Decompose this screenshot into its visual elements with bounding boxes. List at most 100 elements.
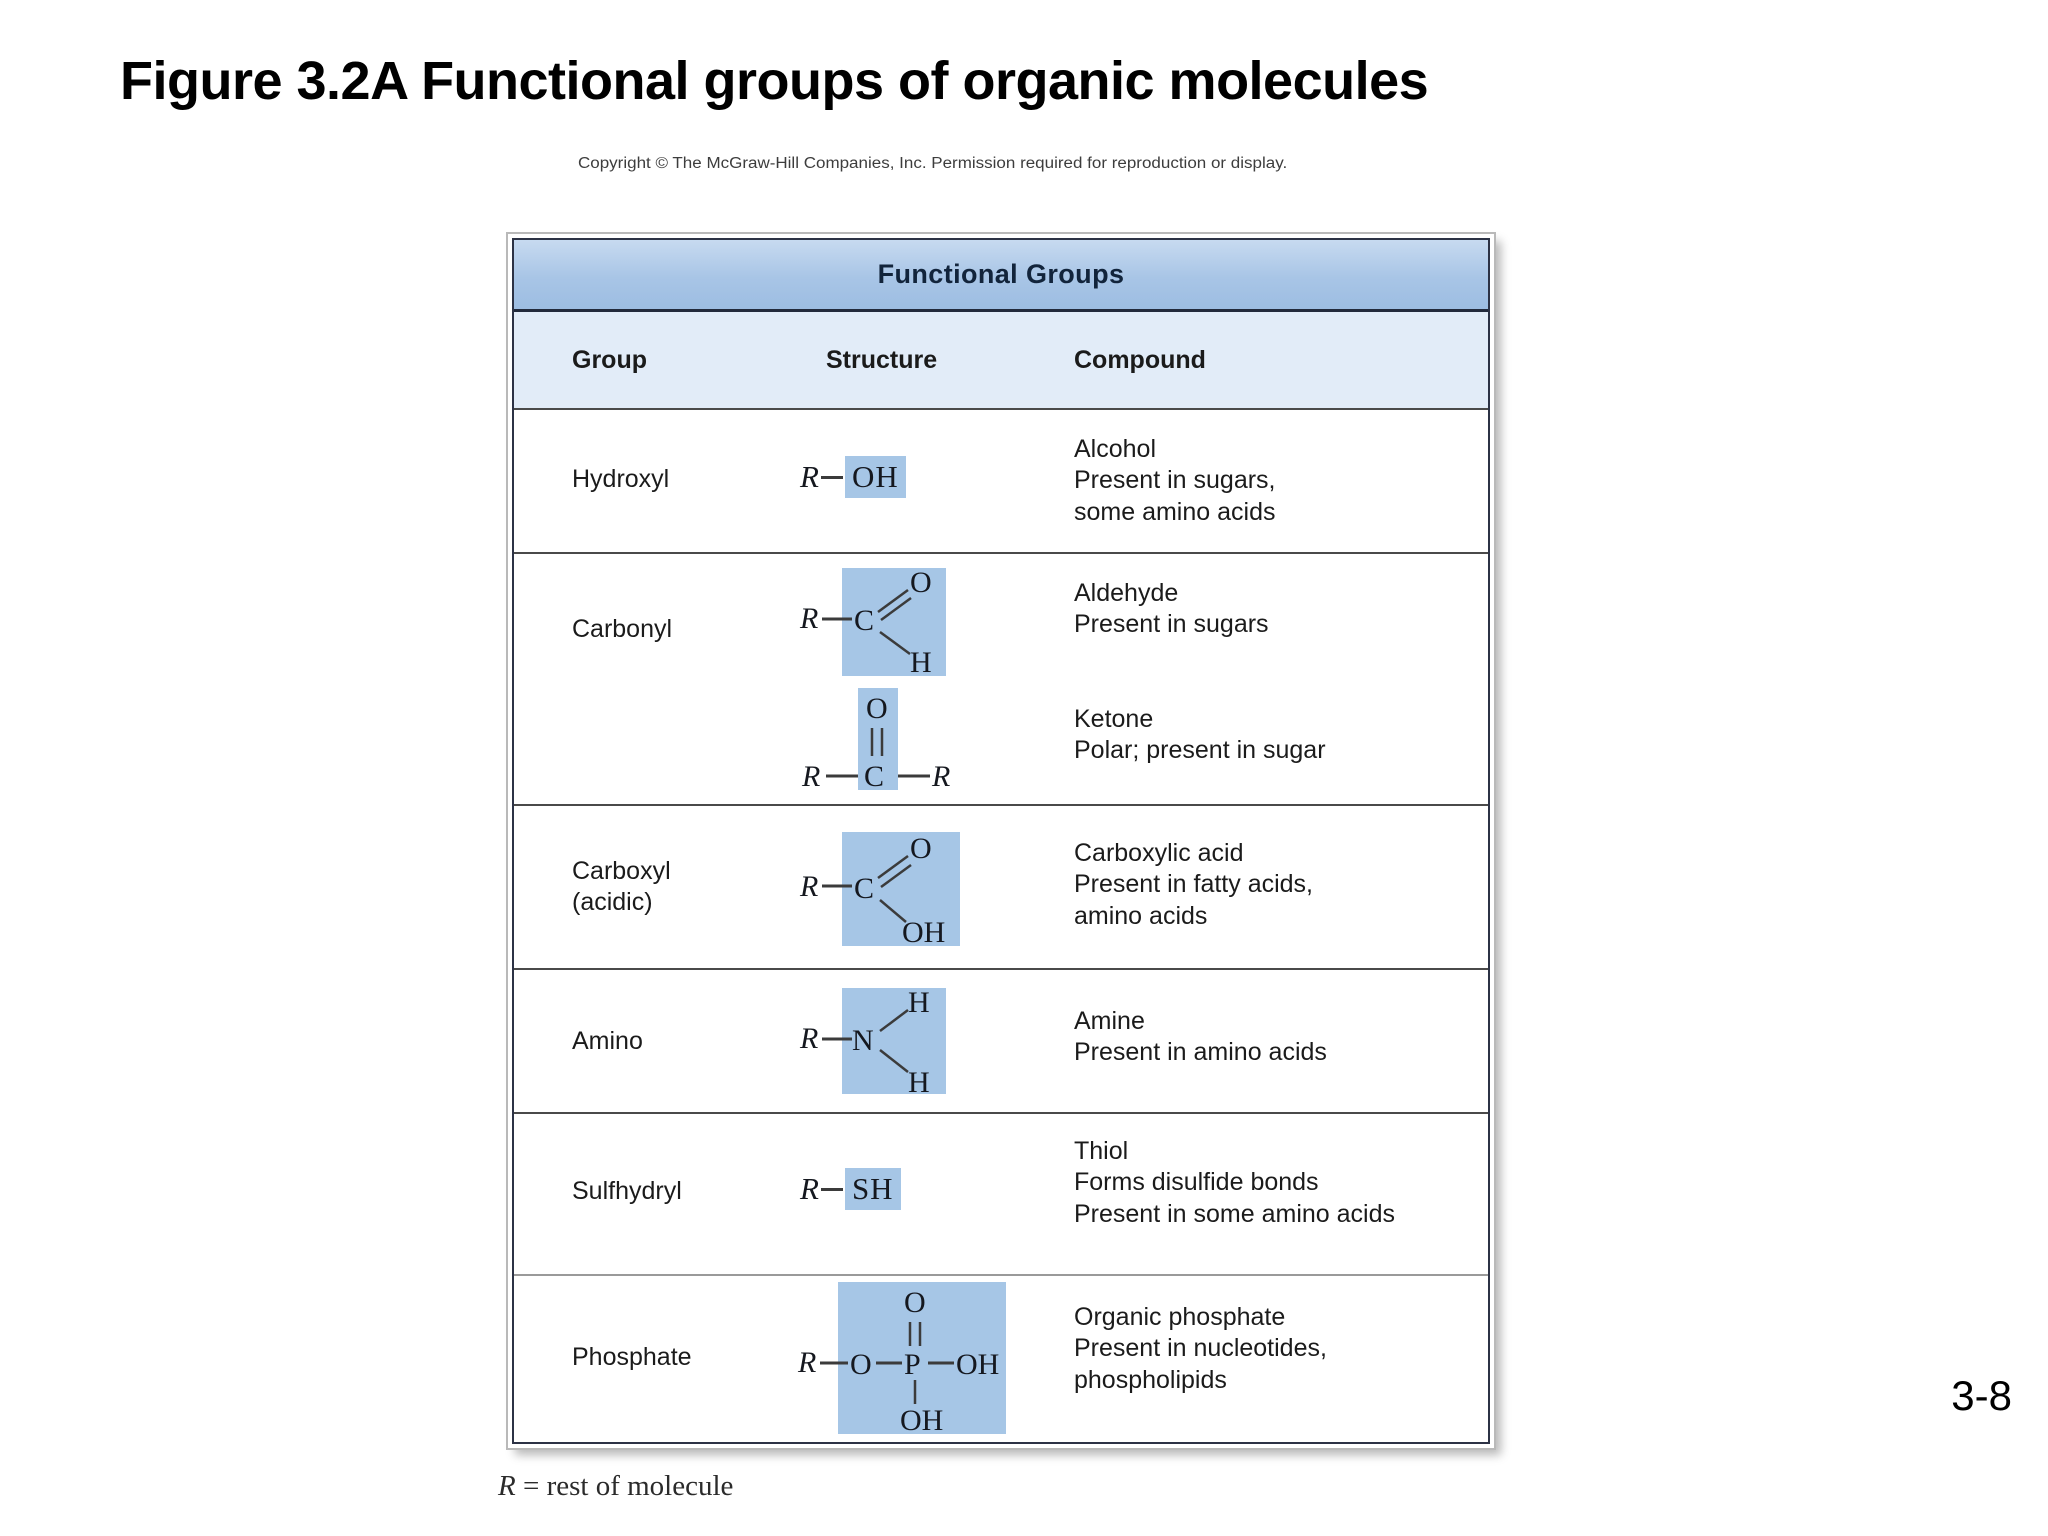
table-banner: Functional Groups: [514, 240, 1488, 312]
atom-r: R: [799, 1022, 818, 1055]
amino-diagram: R N H H: [799, 986, 946, 1099]
compound-amino: Amine Present in amino acids: [1074, 1006, 1474, 1069]
table-column-headers: Group Structure Compound: [514, 312, 1488, 410]
column-header-structure: Structure: [826, 346, 938, 374]
highlight-box: [842, 988, 946, 1094]
compound-ketone: Ketone Polar; present in sugar: [1074, 704, 1474, 767]
atom-oh: OH: [902, 916, 945, 949]
compound-line: Present in nucleotides,: [1074, 1334, 1327, 1363]
compound-line: Present in sugars,: [1074, 466, 1276, 495]
compound-line: Present in sugars: [1074, 610, 1269, 639]
carboxyl-diagram: R C O OH: [799, 832, 960, 949]
atom-r: R: [800, 1171, 819, 1206]
atom-oh: OH: [956, 1348, 999, 1381]
group-label: Sulfhydryl: [572, 1177, 682, 1205]
table-row-amino: Amino R N H H: [514, 970, 1488, 1114]
table-row-sulfhydryl: Sulfhydryl R SH Thiol Forms disulfide bo…: [514, 1114, 1488, 1276]
atom-oh: OH: [844, 456, 906, 498]
atom-o: O: [910, 566, 932, 599]
highlight-box: [858, 688, 898, 790]
column-header-group: Group: [572, 346, 647, 374]
structure-phosphate: O R O P OH: [796, 1280, 1086, 1438]
compound-line: Polar; present in sugar: [1074, 736, 1326, 765]
bond-double-b: [880, 863, 912, 889]
group-label: Amino: [572, 1027, 643, 1055]
atom-r: R: [797, 1346, 816, 1379]
figure-footnote: R = rest of molecule: [498, 1470, 733, 1503]
compound-phosphate: Organic phosphate Present in nucleotides…: [1074, 1302, 1474, 1396]
compound-title: Organic phosphate: [1074, 1303, 1286, 1331]
table-row-carbonyl: Carbonyl R C O H: [514, 554, 1488, 806]
compound-title: Thiol: [1074, 1137, 1129, 1165]
group-label: Hydroxyl: [572, 465, 670, 493]
bond-line: [820, 475, 843, 479]
group-label: Phosphate: [572, 1343, 692, 1371]
atom-o: O: [910, 832, 932, 865]
structure-amino: R N H H: [796, 986, 1006, 1099]
bond-double-b: [880, 596, 912, 622]
compound-line: amino acids: [1074, 901, 1208, 930]
compound-line: Present in fatty acids,: [1074, 870, 1314, 899]
atom-sh: SH: [844, 1168, 901, 1210]
phosphate-diagram: O R O P OH: [797, 1282, 1006, 1437]
atom-c: C: [854, 872, 874, 905]
compound-carboxyl: Carboxylic acid Present in fatty acids, …: [1074, 838, 1474, 932]
atom-o: O: [866, 692, 888, 725]
group-label: Carbonyl: [572, 615, 673, 643]
table-row-carboxyl: Carboxyl (acidic) R C O: [514, 806, 1488, 970]
copyright-notice: Copyright © The McGraw-Hill Companies, I…: [578, 154, 1288, 172]
table-inner: Functional Groups Group Structure Compou…: [512, 238, 1490, 1444]
column-header-compound: Compound: [1074, 346, 1206, 374]
compound-title: Carboxylic acid: [1074, 839, 1244, 867]
atom-r: R: [931, 760, 950, 793]
highlight-box: [842, 568, 946, 676]
atom-c: C: [864, 760, 884, 793]
compound-aldehyde: Aldehyde Present in sugars: [1074, 578, 1474, 641]
page-title: Figure 3.2A Functional groups of organic…: [120, 51, 1429, 111]
structure-sulfhydryl: R SH: [800, 1168, 901, 1210]
ketone-diagram: O R C R: [801, 688, 950, 793]
atom-h: H: [910, 646, 932, 679]
bond-line: [879, 899, 907, 923]
compound-sulfhydryl: Thiol Forms disulfide bonds Present in s…: [1074, 1136, 1474, 1230]
group-label-sub: (acidic): [572, 887, 653, 916]
compound-line: Present in some amino acids: [1074, 1199, 1395, 1228]
bond-double-a: [877, 854, 909, 880]
highlight-box: [838, 1282, 1006, 1434]
atom-r: R: [799, 870, 818, 903]
functional-groups-table: Functional Groups Group Structure Compou…: [506, 232, 1496, 1450]
atom-r: R: [800, 459, 819, 494]
compound-hydroxyl: Alcohol Present in sugars, some amino ac…: [1074, 434, 1474, 528]
table-row-phosphate: Phosphate O R O: [514, 1276, 1488, 1442]
atom-r: R: [801, 760, 820, 793]
table-row-hydroxyl: Hydroxyl R OH Alcohol Present in sugars,…: [514, 410, 1488, 554]
bond-line: [879, 630, 911, 656]
footnote-text: = rest of molecule: [515, 1470, 734, 1502]
structure-carboxyl: R C O OH: [796, 830, 1026, 949]
structure-aldehyde: R C O H: [796, 566, 1006, 679]
atom-o: O: [904, 1286, 926, 1319]
atom-o: O: [850, 1348, 872, 1381]
group-label: Carboxyl (acidic): [572, 856, 671, 917]
compound-title: Ketone: [1074, 705, 1154, 733]
atom-c: C: [854, 604, 874, 637]
compound-title: Alcohol: [1074, 435, 1156, 463]
page-number: 3-8: [1951, 1372, 2012, 1419]
compound-title: Amine: [1074, 1007, 1145, 1035]
aldehyde-diagram: R C O H: [799, 566, 946, 679]
bond-line: [820, 1187, 843, 1191]
compound-line: Present in amino acids: [1074, 1038, 1327, 1067]
footnote-symbol: R: [498, 1470, 516, 1502]
compound-line: phospholipids: [1074, 1365, 1227, 1394]
bond-line: [879, 1009, 909, 1032]
group-label-main: Carboxyl: [572, 857, 671, 885]
structure-hydroxyl: R OH: [800, 456, 906, 498]
atom-n: N: [852, 1024, 874, 1057]
compound-line: Forms disulfide bonds: [1074, 1168, 1319, 1197]
atom-p: P: [904, 1348, 921, 1381]
atom-h: H: [908, 1066, 930, 1099]
bond-line: [879, 1049, 909, 1073]
atom-h: H: [908, 986, 930, 1019]
compound-title: Aldehyde: [1074, 579, 1179, 607]
